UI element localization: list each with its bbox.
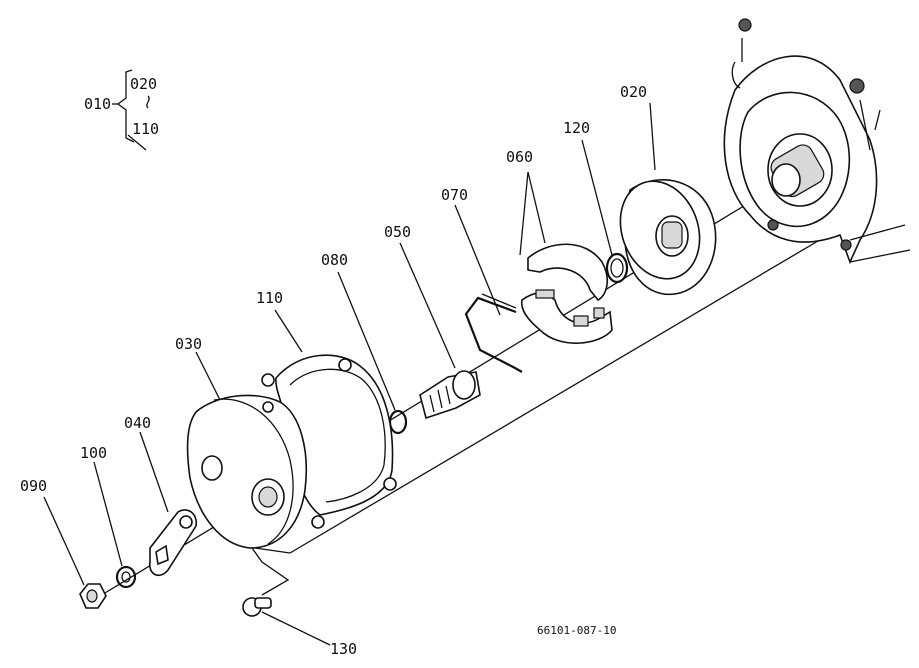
- callout-130: 130: [330, 640, 357, 658]
- callout-range-end: 110: [132, 120, 159, 138]
- part-120-snap-ring: [605, 252, 629, 284]
- callout-080: 080: [321, 251, 348, 269]
- part-100-washer: [115, 565, 137, 589]
- part-020-drum: [619, 179, 717, 296]
- callout-090: 090: [20, 477, 47, 495]
- leader-lines: [43, 102, 656, 646]
- part-080-o-ring: [388, 409, 408, 435]
- callout-020: 020: [620, 83, 647, 101]
- callout-060: 060: [506, 148, 533, 166]
- callout-030: 030: [175, 335, 202, 353]
- part-090-nut: [79, 583, 107, 609]
- callout-120: 120: [563, 119, 590, 137]
- callout-range-start: 020: [130, 75, 157, 93]
- callout-040: 040: [124, 414, 151, 432]
- part-060-brake-shoes: [520, 243, 613, 344]
- part-070-wire-spring: [464, 293, 523, 373]
- part-050-cam-shaft: [419, 370, 481, 420]
- part-040-lever: [149, 509, 198, 577]
- part-030-cover: [186, 394, 308, 549]
- gear-housing: [723, 18, 911, 265]
- callout-070: 070: [441, 186, 468, 204]
- assembly-range-bracket: [112, 69, 150, 151]
- drawing-number: 66101-087-10: [537, 624, 616, 637]
- callout-100: 100: [80, 444, 107, 462]
- part-130-bolt: [242, 547, 290, 617]
- callout-050: 050: [384, 223, 411, 241]
- callout-010: 010: [84, 95, 111, 113]
- callout-110: 110: [256, 289, 283, 307]
